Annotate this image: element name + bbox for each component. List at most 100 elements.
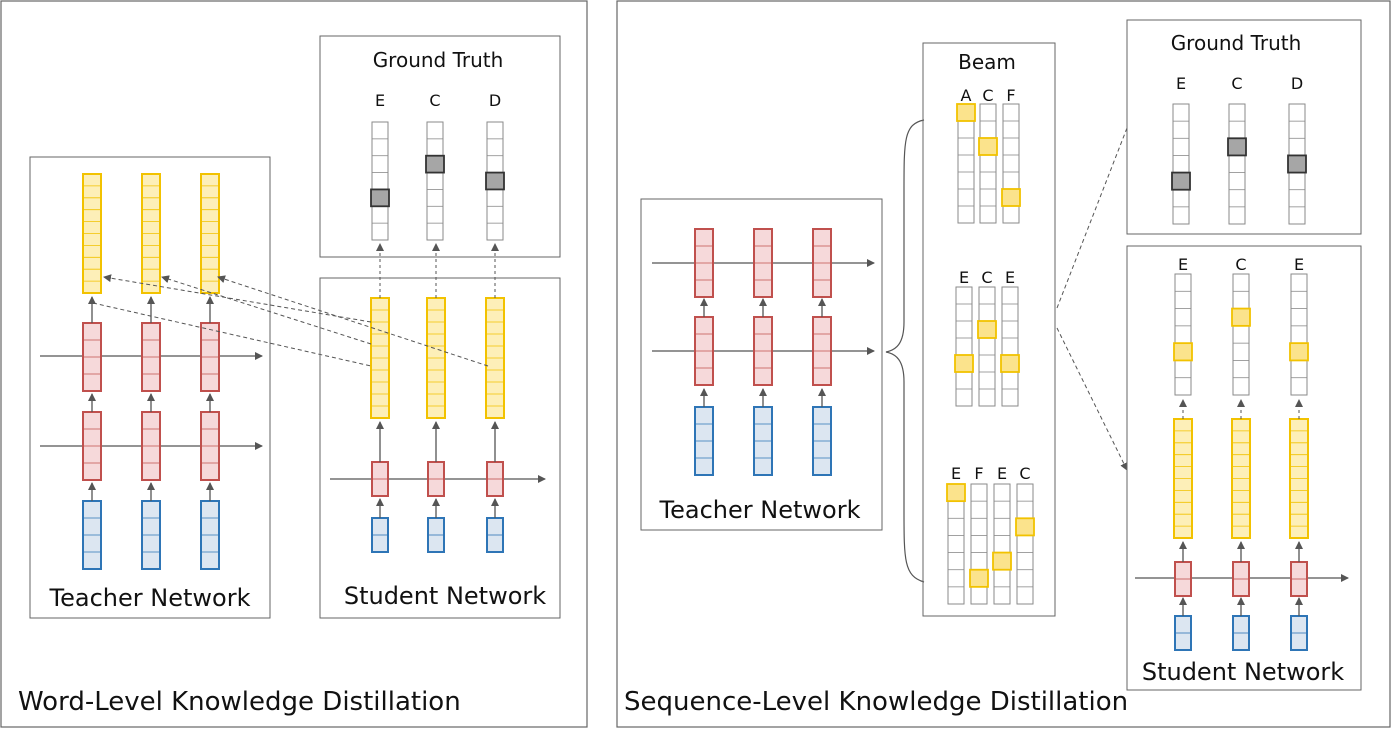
- left-student-embedding-2: [486, 517, 504, 553]
- beam-candidate-0-vector-1-body: [979, 103, 997, 224]
- word-distill-link-extra: [92, 302, 372, 367]
- left-teacher-hidden-upper-2: [200, 322, 220, 392]
- beam-candidate-1-vector-2-highlight: [1000, 354, 1020, 373]
- right-teacher-embedding-0: [694, 406, 714, 476]
- right-student-output-token-1: C: [1235, 255, 1246, 274]
- word-distill-link-2: [217, 275, 489, 367]
- left-teacher-label: Teacher Network: [49, 584, 251, 612]
- left-student-hidden-2: [486, 461, 504, 497]
- sequence-level-title: Sequence-Level Knowledge Distillation: [624, 687, 1128, 717]
- right-ground-truth-vector-0: [1171, 103, 1191, 225]
- left-student-embedding-1: [427, 517, 445, 553]
- beam-candidate-2-vector-3-highlight: [1015, 517, 1035, 537]
- left-teacher-softmax-1: [141, 173, 161, 294]
- beam-candidate-0-token-1: C: [982, 86, 993, 105]
- left-ground-truth-title: Ground Truth: [373, 48, 504, 72]
- word-distill-link-1: [161, 275, 372, 345]
- left-teacher-hidden-lower-0: [82, 411, 102, 481]
- beam-candidate-0-vector-1-highlight: [978, 137, 998, 156]
- beam-candidate-2-token-1: F: [974, 464, 983, 483]
- right-student-output-token-2: E: [1294, 255, 1304, 274]
- right-ground-truth-vector-1-body: [1228, 103, 1246, 225]
- left-ground-truth-vector-2-highlight: [485, 171, 505, 191]
- right-ground-truth-token-1: C: [1231, 74, 1242, 93]
- beam-candidate-0-vector-2: [1001, 103, 1021, 224]
- right-teacher-hidden-upper-1: [753, 228, 773, 298]
- left-student-hidden-0: [371, 461, 389, 497]
- left-ground-truth-vector-0-highlight: [370, 188, 390, 208]
- left-teacher-hidden-lower-1: [141, 411, 161, 481]
- beam-candidate-1-vector-1: [977, 286, 997, 407]
- left-ground-truth-vector-1-body: [426, 121, 444, 241]
- right-ground-truth-vector-1-highlight: [1227, 137, 1247, 157]
- beam-candidate-2-token-3: C: [1019, 464, 1030, 483]
- left-teacher-network: [40, 173, 263, 570]
- right-ground-truth-vector-2: [1287, 103, 1307, 225]
- right-ground-truth-title: Ground Truth: [1171, 31, 1302, 55]
- right-student-output-vector-1: [1231, 273, 1251, 396]
- beam-candidate-2-vector-2-highlight: [992, 551, 1012, 571]
- right-ground-truth-vector-2-highlight: [1287, 154, 1307, 174]
- right-teacher-hidden-lower-1: [753, 316, 773, 386]
- beam-candidate-1-vector-2: [1000, 286, 1020, 407]
- right-student-hidden-0: [1174, 561, 1192, 597]
- right-student-output-vector-1-body: [1232, 273, 1250, 396]
- beam-candidate-2-vector-2: [992, 483, 1012, 605]
- sequence-level-panel: Sequence-Level Knowledge Distillation Te…: [616, 0, 1391, 728]
- left-ground-truth-token-0: E: [375, 91, 385, 110]
- left-student-embedding-0: [371, 517, 389, 553]
- left-student-softmax-2: [485, 297, 505, 419]
- right-teacher-hidden-upper-2: [812, 228, 832, 298]
- beam-title: Beam: [958, 50, 1016, 74]
- right-student-softmax-1: [1231, 418, 1251, 539]
- right-student-output-vector-0-body: [1174, 273, 1192, 396]
- right-teacher-embedding-2: [812, 406, 832, 476]
- left-teacher-hidden-upper-1: [141, 322, 161, 392]
- beam-candidate-0-vector-1: [978, 103, 998, 224]
- beam-candidate-1-token-1: C: [981, 268, 992, 287]
- left-student-softmax-1: [426, 297, 446, 419]
- beam-candidate-0-vector-2-highlight: [1001, 188, 1021, 207]
- beam-box: [922, 42, 1056, 617]
- right-student-output-vector-1-highlight: [1231, 307, 1251, 327]
- right-ground-truth-token-0: E: [1176, 74, 1186, 93]
- left-ground-truth-vector-1: [425, 121, 445, 241]
- right-student-label: Student Network: [1142, 658, 1344, 686]
- left-teacher-hidden-lower-2: [200, 411, 220, 481]
- right-teacher-box: [640, 198, 883, 531]
- right-teacher-hidden-lower-2: [812, 316, 832, 386]
- left-ground-truth-box: [319, 35, 561, 258]
- right-student-embedding-2: [1290, 615, 1308, 651]
- right-student-output-vector-2-highlight: [1289, 342, 1309, 362]
- right-ground-truth-vector-0-highlight: [1171, 171, 1191, 191]
- beam-candidate-2-vector-3-body: [1016, 483, 1034, 605]
- right-ground-truth-box: [1126, 19, 1362, 235]
- left-student-label: Student Network: [344, 582, 546, 610]
- left-ground-truth-vector-0-body: [371, 121, 389, 241]
- beam-candidate-0-vector-0: [956, 103, 976, 224]
- beam-candidate-1-vector-1-body: [978, 286, 996, 407]
- left-teacher-embedding-1: [141, 500, 161, 570]
- beam-candidate-1-token-2: E: [1005, 268, 1015, 287]
- beam-candidate-2-token-0: E: [951, 464, 961, 483]
- beam-candidate-2-vector-2-body: [993, 483, 1011, 605]
- beam-candidate-2-vector-3: [1015, 483, 1035, 605]
- left-ground-truth-vector-1-highlight: [425, 154, 445, 174]
- beam-candidate-0-vector-0-highlight: [956, 103, 976, 122]
- beam-candidate-1-vector-2-body: [1001, 286, 1019, 407]
- beam-candidate-1-token-0: E: [959, 268, 969, 287]
- beam-candidate-2-vector-0: [946, 483, 966, 605]
- right-ground-truth-vector-0-body: [1172, 103, 1190, 225]
- left-ground-truth-vector-0: [370, 121, 390, 241]
- right-teacher-embedding-1: [753, 406, 773, 476]
- beam-candidate-1-vector-0: [954, 286, 974, 407]
- left-teacher-softmax-2: [200, 173, 220, 294]
- left-teacher-embedding-2: [200, 500, 220, 570]
- left-student-box: [319, 277, 561, 619]
- right-teacher-hidden-lower-0: [694, 316, 714, 386]
- beam-candidate-2-vector-1: [969, 483, 989, 605]
- right-student-softmax-0: [1173, 418, 1193, 539]
